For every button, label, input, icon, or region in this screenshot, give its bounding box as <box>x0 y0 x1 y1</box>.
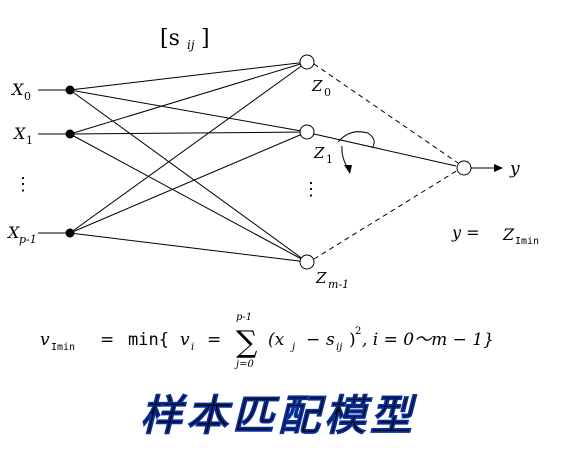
svg-text:=: = <box>207 330 221 350</box>
hidden-node-1 <box>299 124 315 140</box>
svg-text:s: s <box>326 330 335 350</box>
svg-text:, i = 0～m − 1}: , i = 0～m − 1} <box>362 330 494 350</box>
input-node-1 <box>65 129 75 139</box>
svg-text:−: − <box>306 330 320 350</box>
svg-text:Z: Z <box>502 225 515 244</box>
svg-text:ij: ij <box>187 38 195 52</box>
svg-text:0: 0 <box>24 90 31 103</box>
svg-text:ij: ij <box>336 342 342 353</box>
svg-text:Imin: Imin <box>51 342 75 353</box>
input-label-1: X <box>12 124 26 143</box>
sigma-symbol: ∑ <box>236 325 258 360</box>
output-label: y <box>509 159 520 179</box>
formula: v Imin = min{ v i = ∑ p-1 j=0 (x j − s i… <box>40 312 494 370</box>
svg-text:1: 1 <box>326 153 333 166</box>
input-node-p-1 <box>65 228 75 238</box>
svg-text:=: = <box>100 330 114 350</box>
svg-text:p-1: p-1 <box>236 312 252 323</box>
input-labels: X 0 X 1 ⋮ X p-1 <box>6 80 37 246</box>
output-node <box>456 160 472 176</box>
svg-text:): ) <box>349 330 356 350</box>
connection-lines <box>38 61 308 263</box>
svg-text:(x: (x <box>268 330 285 350</box>
matrix-label: [s ij ] <box>160 26 210 52</box>
svg-text:p-1: p-1 <box>19 233 37 246</box>
input-node-0 <box>65 85 75 95</box>
output-equation-lhs: y = <box>451 223 480 242</box>
diagram-title: 样本匹配模型 <box>140 391 418 440</box>
input-label-p-1: X <box>6 223 20 242</box>
svg-text:i: i <box>191 342 194 353</box>
svg-text:[s: [s <box>160 26 180 51</box>
output-connections <box>313 63 503 260</box>
hidden-nodes <box>299 54 315 270</box>
svg-text:min{: min{ <box>128 330 169 350</box>
output-labels: y y = Z Imin <box>451 159 539 247</box>
input-label-0: X <box>10 80 24 99</box>
hidden-ellipsis: ⋮ <box>302 179 320 200</box>
hidden-node-m-1 <box>299 254 315 270</box>
svg-text:j=0: j=0 <box>234 359 254 370</box>
input-ellipsis: ⋮ <box>14 174 32 195</box>
selection-arrowhead <box>344 165 352 174</box>
input-nodes <box>65 85 75 238</box>
svg-text:0: 0 <box>324 86 331 99</box>
svg-text:v: v <box>40 330 50 350</box>
svg-text:2: 2 <box>355 326 361 337</box>
hidden-label-0: Z <box>311 77 323 95</box>
svg-text:v: v <box>180 330 190 350</box>
hidden-labels: Z 0 Z 1 ⋮ Z m-1 <box>302 77 349 291</box>
hidden-label-1: Z <box>313 144 325 162</box>
svg-text:m-1: m-1 <box>328 278 349 291</box>
svg-text:j: j <box>290 342 295 353</box>
output-arrowhead <box>494 164 503 172</box>
hidden-label-m-1: Z <box>315 269 327 287</box>
svg-text:Imin: Imin <box>515 236 539 247</box>
selection-curve <box>337 131 375 149</box>
hidden-node-0 <box>299 54 315 70</box>
svg-text:1: 1 <box>26 134 33 147</box>
svg-text:]: ] <box>201 26 210 51</box>
